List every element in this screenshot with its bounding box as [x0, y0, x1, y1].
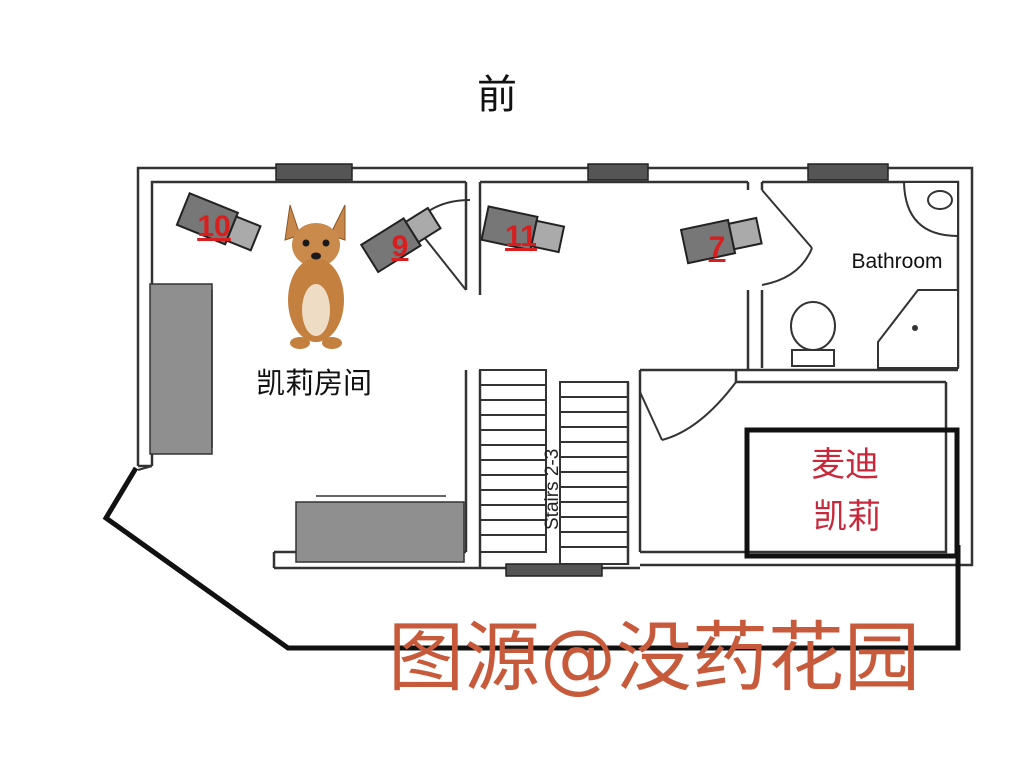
- sink-icon: [902, 181, 959, 238]
- camera-10-label: 10: [197, 210, 230, 243]
- names-box: [744, 427, 960, 559]
- camera-7: [679, 216, 763, 265]
- shower-icon: [877, 289, 959, 369]
- bathroom-label: Bathroom: [851, 250, 942, 273]
- staircase: [479, 369, 629, 565]
- boundary-line: [102, 466, 961, 651]
- box-name-2: 凯莉: [813, 497, 881, 537]
- camera-10: [175, 192, 262, 252]
- camera-labels: 10 9 11 7: [197, 210, 725, 264]
- wardrobe: [149, 283, 213, 455]
- watermark-text: 图源@没药花园: [388, 613, 920, 702]
- toilet-icon: [790, 301, 836, 367]
- chihuahua-picture: [284, 204, 346, 349]
- kaili-room-label: 凯莉房间: [256, 366, 372, 400]
- bed: [295, 495, 465, 563]
- box-name-1: 麦迪: [811, 445, 879, 485]
- windows: [275, 163, 889, 577]
- door-swings: [137, 189, 813, 471]
- stairs-label: Stairs 2-3: [542, 449, 563, 530]
- camera-11-label: 11: [505, 220, 537, 253]
- camera-7-label: 7: [709, 231, 726, 264]
- camera-9-label: 9: [392, 230, 409, 263]
- camera-11: [480, 205, 566, 254]
- camera-9: [359, 206, 442, 274]
- front-label: 前: [477, 72, 517, 118]
